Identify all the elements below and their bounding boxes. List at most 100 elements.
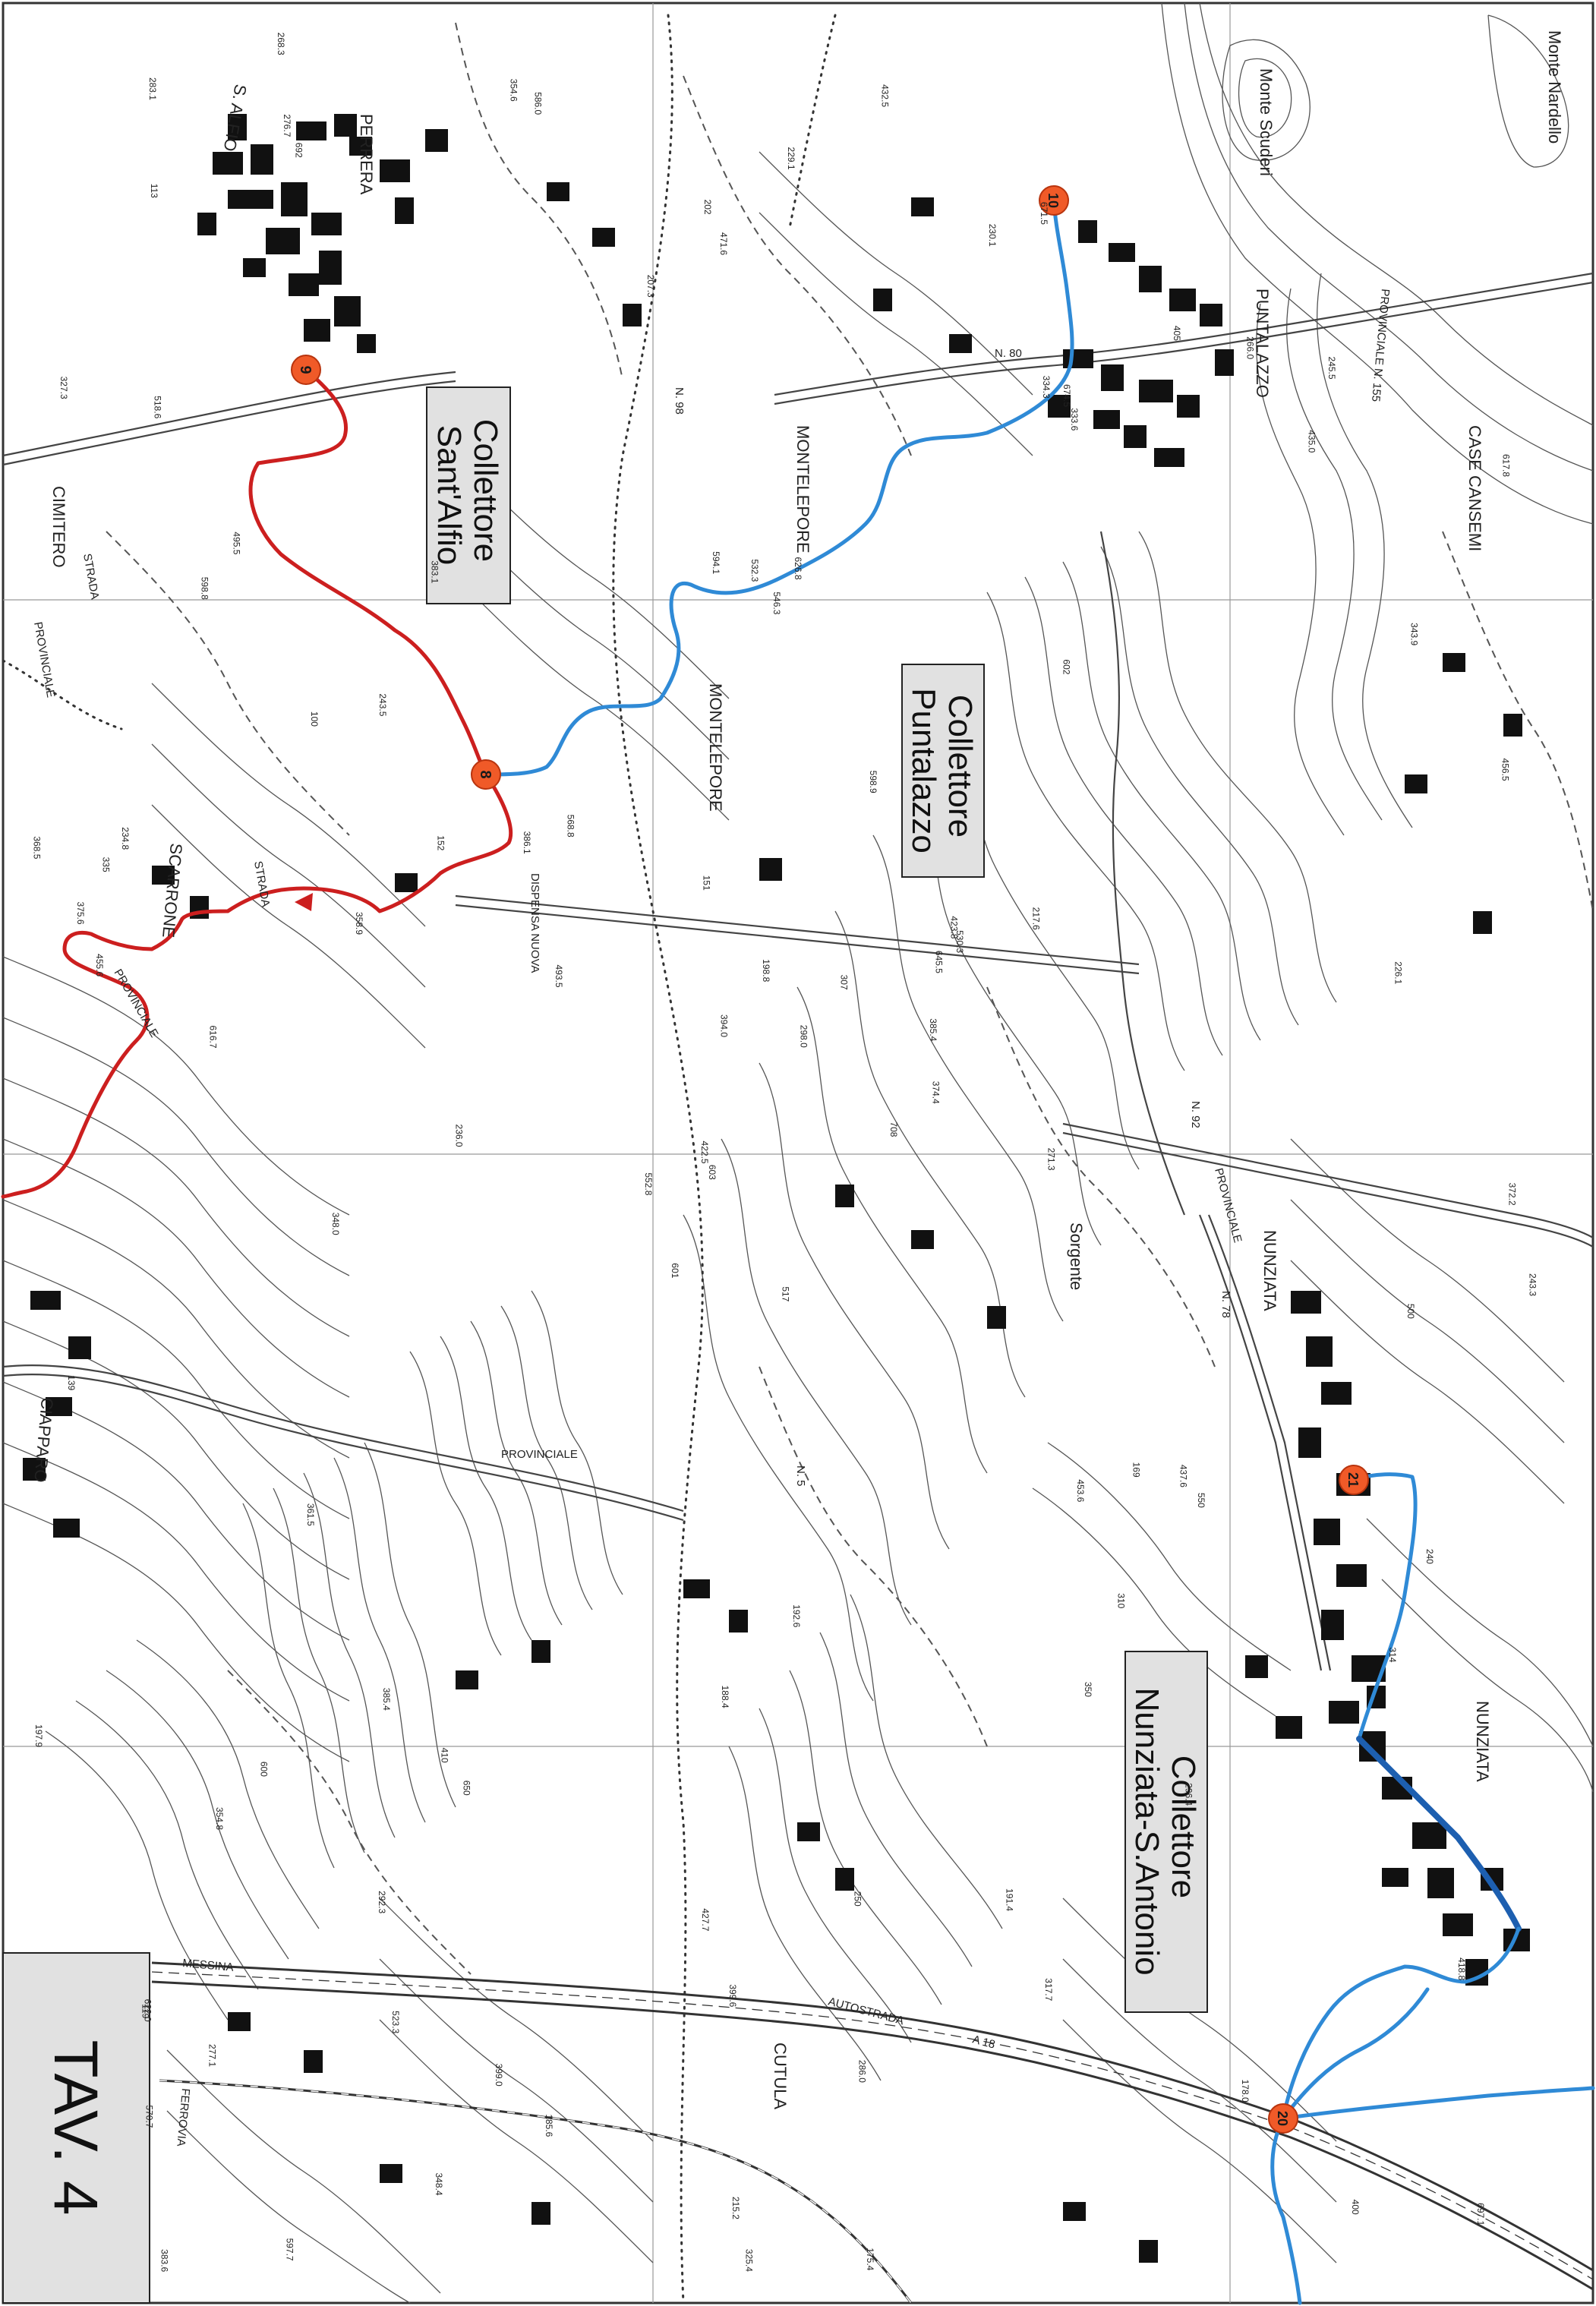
spot-height: 361.5	[305, 1503, 316, 1526]
spot-height: 386.1	[522, 831, 532, 854]
spot-height: 271.3	[1046, 1148, 1056, 1171]
marker-label: 20	[1275, 2111, 1290, 2126]
spot-height: 250	[853, 1891, 863, 1907]
spot-height: 333.6	[1069, 408, 1080, 431]
spot-height: 552.8	[643, 1172, 654, 1195]
spot-height: 286.0	[856, 2060, 867, 2083]
spot-height: 645.5	[933, 951, 944, 973]
spot-height: 598.9	[868, 771, 878, 793]
spot-height: 217.6	[1031, 907, 1042, 930]
spot-height: 597.7	[285, 2238, 295, 2261]
place-name: PUNTALAZZO	[1253, 289, 1272, 398]
marker-label: 9	[297, 365, 314, 374]
label-line-2: Puntalazzo	[905, 688, 942, 853]
label-line-2: Sant'Alfio	[431, 425, 468, 566]
spot-height: 175.4	[865, 2248, 875, 2270]
spot-height: 626.8	[793, 557, 803, 579]
road-label: N. 78	[1219, 1291, 1232, 1318]
spot-height: 327.3	[58, 377, 69, 399]
roads	[2, 272, 1594, 1671]
label-line-1: Collettore	[1165, 1756, 1202, 1898]
spot-height: 602	[1061, 659, 1072, 674]
spot-height: 100	[309, 711, 320, 727]
place-name: Sorgente	[1067, 1222, 1086, 1290]
spot-height: 400	[1350, 2200, 1361, 2215]
spot-height: 622.0	[142, 1999, 153, 2022]
sheet-title-box: TAV. 4	[2, 1952, 150, 2304]
buildings	[23, 114, 1530, 2263]
place-name: CIMITERO	[49, 486, 68, 568]
spot-height: 372.2	[1506, 1183, 1517, 1206]
spot-height: 383.6	[159, 2249, 169, 2272]
marker-8[interactable]: 8	[471, 759, 501, 790]
marker-9[interactable]: 9	[291, 355, 321, 385]
spot-height: 191.4	[1005, 1888, 1015, 1911]
spot-height: 307	[838, 975, 849, 990]
spot-height: 671.5	[1039, 202, 1049, 225]
marker-10[interactable]: 10	[1039, 185, 1069, 216]
spot-height: 240	[1424, 1549, 1435, 1564]
spot-height: 453.6	[1075, 1479, 1086, 1502]
spot-height: 243.5	[377, 693, 388, 716]
spot-height: 708	[888, 1121, 899, 1137]
spot-height: 276.7	[282, 114, 292, 137]
spot-height: 500	[1405, 1304, 1416, 1319]
spot-height: 358.9	[354, 912, 364, 935]
road-label: MESSINA	[182, 1957, 235, 1974]
spot-height: 423.8	[948, 916, 959, 938]
spot-height: 603	[707, 1165, 718, 1180]
spot-height: 383.1	[430, 560, 440, 583]
spot-height: 600	[258, 1762, 269, 1777]
spot-height: 399.6	[727, 1984, 738, 2007]
spot-height: 296.4	[1183, 1783, 1194, 1806]
collector-sant-alfio-line	[1, 368, 513, 1199]
place-name: NUNZIATA	[1260, 1230, 1279, 1311]
label-line-1: Collettore	[467, 419, 504, 562]
spot-height: 188.4	[720, 1686, 730, 1708]
marker-label: 10	[1046, 193, 1061, 208]
label-box-sant-alfio: Collettore Sant'Alfio	[426, 386, 511, 604]
spot-height: 226.1	[1393, 961, 1403, 984]
svg-text:Collettore Puntalazzo: Collettore Puntalazzo	[905, 688, 979, 853]
spot-height: 139	[66, 1375, 77, 1390]
spot-height: 317.7	[1043, 1978, 1054, 2001]
tracks	[106, 22, 1594, 1975]
road-label: N. 80	[995, 347, 1022, 360]
spot-height: 394.0	[718, 1014, 729, 1037]
motorway-a18	[151, 1961, 1594, 2291]
spot-height: 334.3	[1041, 376, 1052, 399]
spot-height: 197.9	[33, 1724, 44, 1747]
spot-height: 268.3	[276, 33, 286, 55]
road-label: N. 5	[794, 1465, 807, 1487]
spot-height: 348.4	[434, 2172, 444, 2195]
spot-height: 202	[702, 200, 713, 215]
spot-heights: 517598.8603622.0645.5650671.5626.8674.57…	[31, 33, 1538, 2273]
spot-height: 594.1	[711, 551, 721, 574]
place-name: CUTULA	[771, 2043, 790, 2109]
place-name: PERRERA	[357, 114, 376, 195]
spot-height: 314	[1387, 1647, 1398, 1662]
spot-height: 523.3	[390, 2011, 401, 2033]
spot-height: 697.1	[1475, 2203, 1486, 2226]
sheet-title: TAV. 4	[41, 2040, 110, 2216]
marker-20[interactable]: 20	[1268, 2103, 1298, 2134]
spot-height: 546.3	[771, 591, 782, 614]
spot-height: 229.1	[786, 147, 796, 170]
spot-height: 570.7	[144, 2105, 154, 2128]
spot-height: 198.8	[761, 959, 771, 982]
collector-puntalazzo-line	[484, 198, 1074, 777]
spot-height: 113	[149, 184, 159, 198]
label-box-nunziata: Collettore Nunziata-S.Antonio	[1124, 1651, 1208, 2013]
spot-height: 532.3	[749, 559, 760, 582]
place-name: Monte Nardello	[1545, 30, 1564, 144]
road-label: DISPENSA NUOVA	[528, 873, 541, 973]
spot-height: 207.3	[645, 275, 656, 298]
place-name: MONTELEPORE	[706, 683, 725, 812]
spot-height: 354.6	[508, 79, 519, 102]
spot-height: 586.0	[532, 92, 543, 115]
spot-height: 343.9	[1408, 623, 1419, 645]
spot-height: 234.8	[120, 827, 131, 850]
boundaries	[2, 14, 837, 2304]
marker-21[interactable]: 21	[1339, 1465, 1369, 1495]
label-box-puntalazzo: Collettore Puntalazzo	[901, 664, 985, 878]
